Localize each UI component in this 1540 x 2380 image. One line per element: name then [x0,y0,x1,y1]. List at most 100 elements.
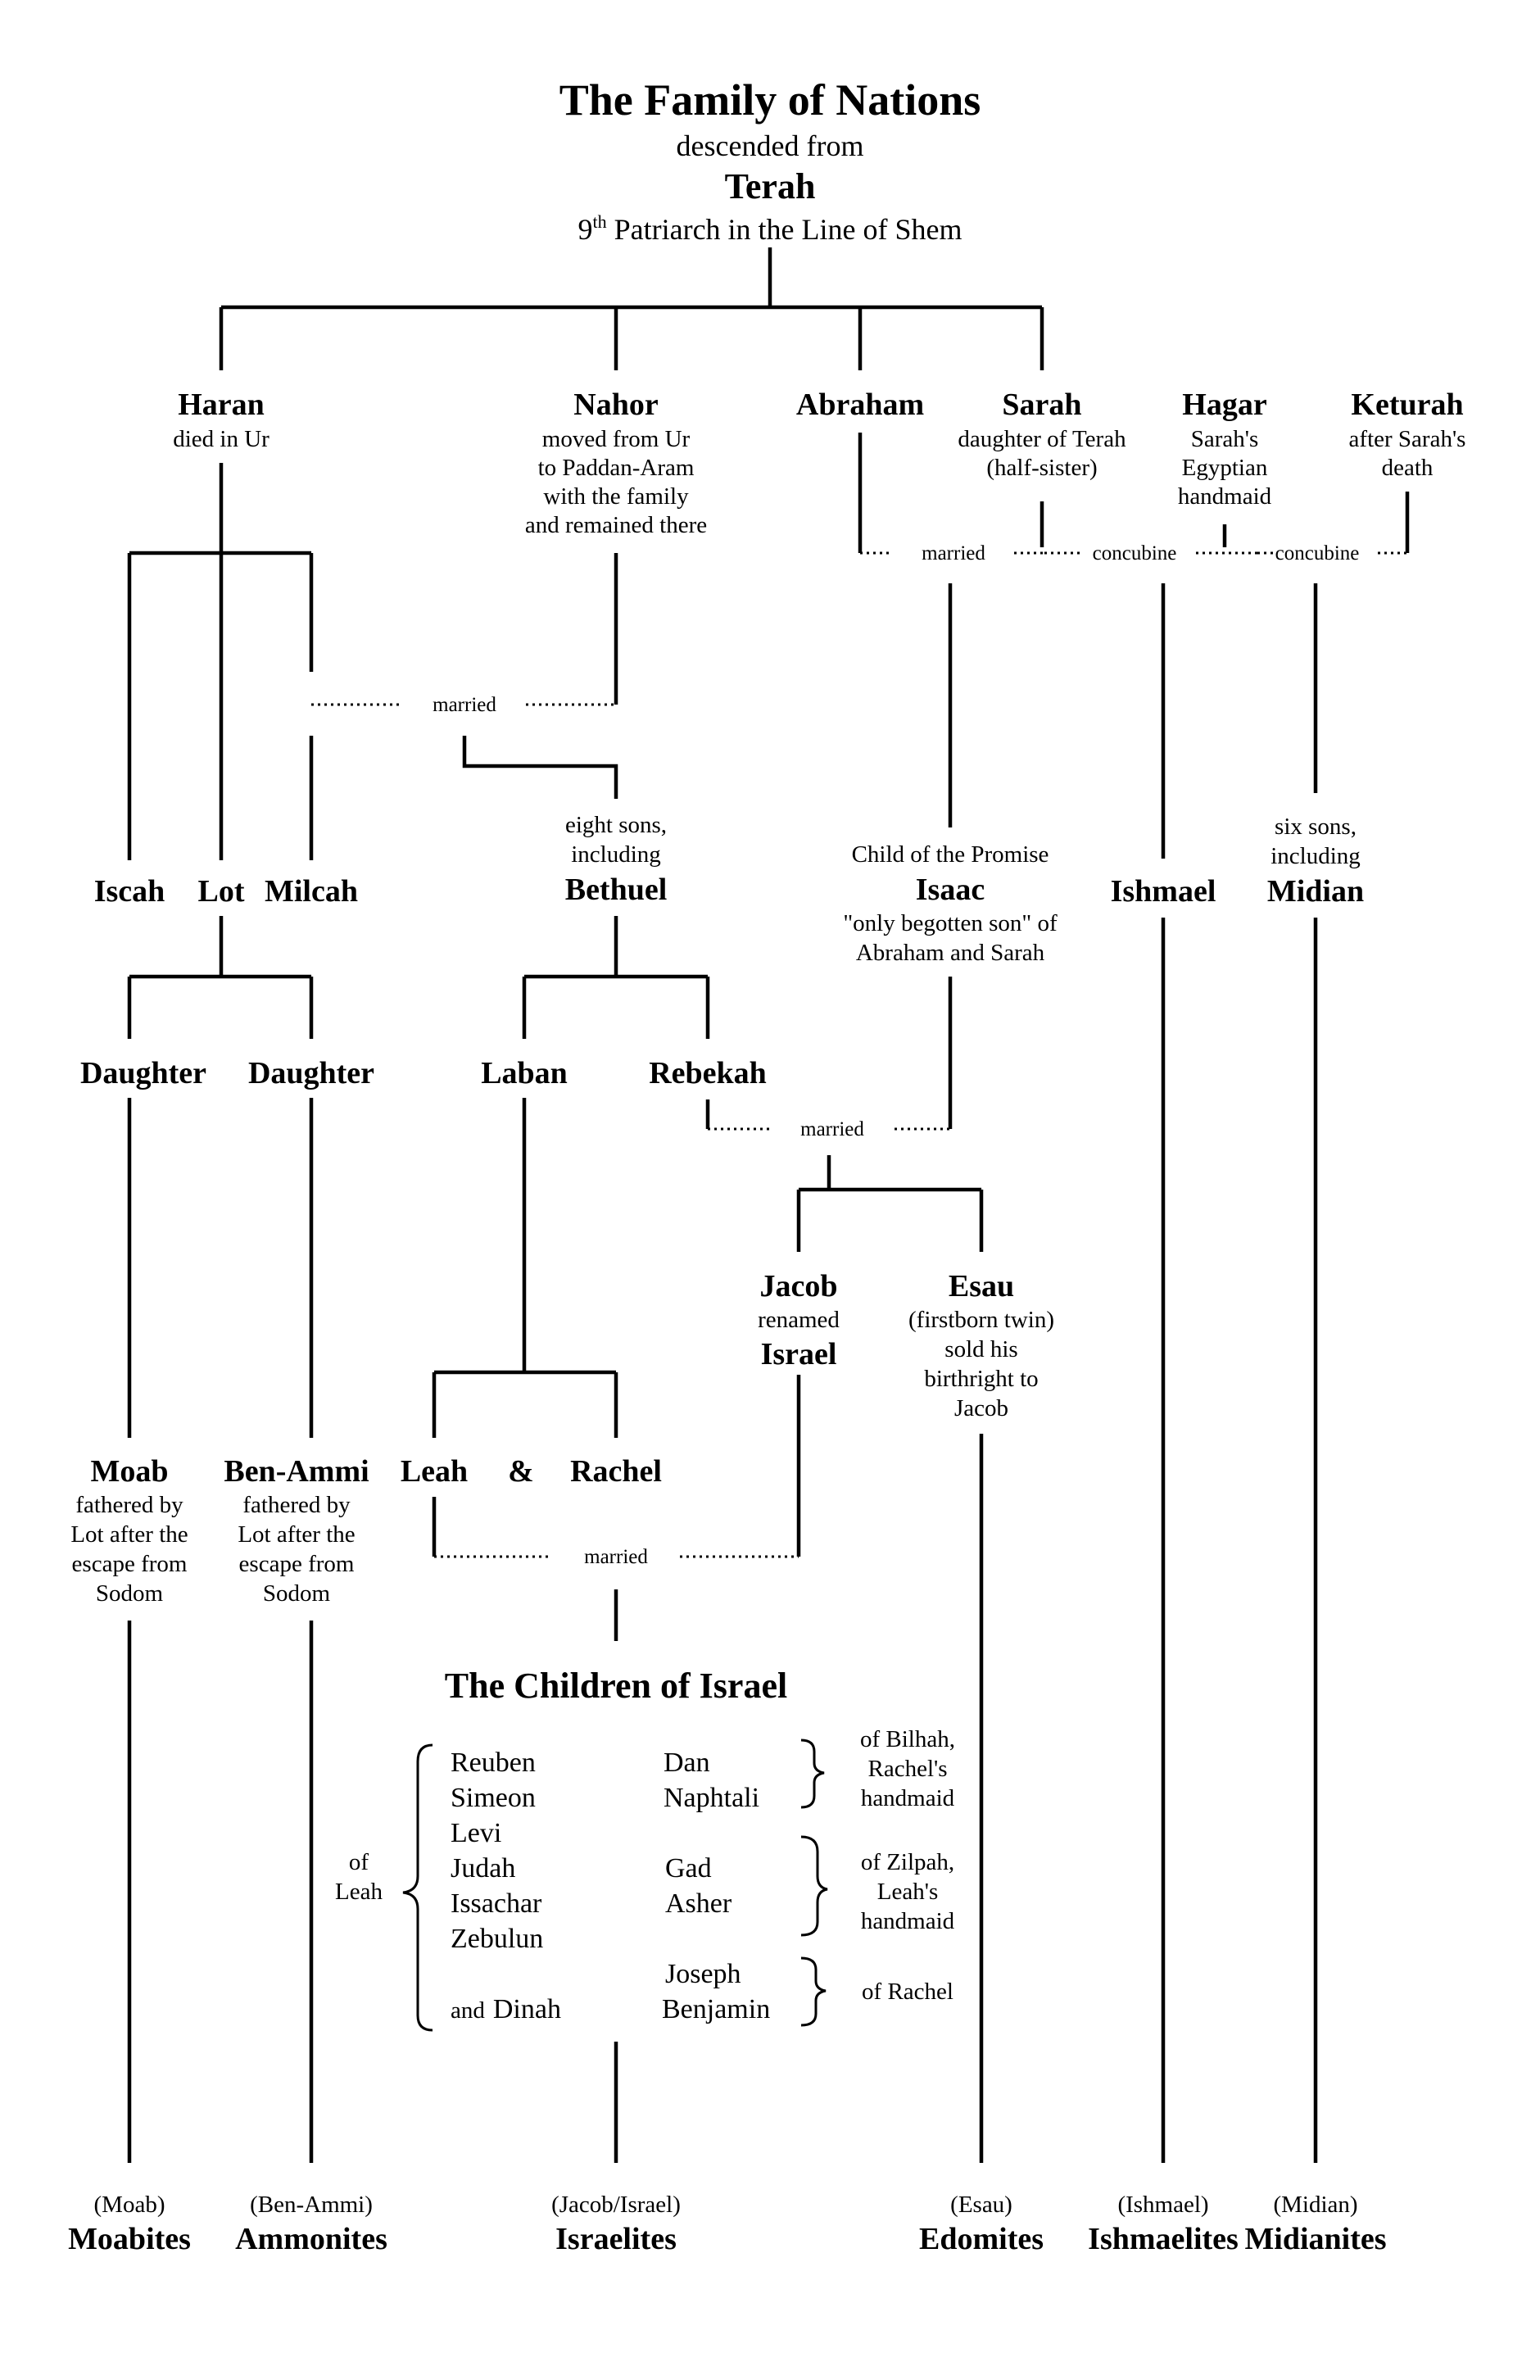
bethuel-pre-1: eight sons, [565,812,667,838]
moab-desc-4: Sodom [96,1580,164,1607]
label-married-abraham-sarah: married [922,542,985,564]
nahor-desc-4: and remained there [525,512,707,538]
zilpah-label-1: of Zilpah, [861,1849,954,1875]
line-lot-daughters [127,916,314,1039]
nation-moabites: Moabites [68,2222,191,2256]
node-hagar: Hagar [1182,388,1267,422]
keturah-desc-1: after Sarah's [1349,426,1466,452]
esau-desc-4: Jacob [954,1395,1008,1421]
son-judah: Judah [451,1853,515,1884]
son-joseph: Joseph [665,1959,741,1989]
nation-midianites: Midianites [1244,2222,1386,2256]
moab-desc-1: fathered by [75,1492,183,1518]
moab-desc-2: Lot after the [70,1521,188,1548]
rachel-label: of Rachel [862,1979,953,2005]
leah-brace [402,1743,433,2032]
dotted-lines [311,551,1407,1558]
node-rebekah: Rebekah [649,1056,767,1090]
isaac-pre: Child of the Promise [852,841,1049,868]
generation-4: Jacob renamed Israel Esau (firstborn twi… [758,1269,1054,1421]
nation-source-moab: (Moab) [94,2192,165,2218]
label-married-milcah-nahor: married [433,694,496,716]
son-reuben: Reuben [451,1748,536,1778]
node-lot: Lot [198,874,245,909]
generation-5: Moab fathered by Lot after the escape fr… [70,1454,662,1607]
label-married-jacob-wives: married [584,1546,648,1568]
nation-source-midian: (Midian) [1273,2192,1357,2218]
moab-desc-3: escape from [72,1551,188,1577]
node-milcah: Milcah [265,874,358,909]
zilpah-label-3: handmaid [861,1908,955,1934]
israel-heading: The Children of Israel [445,1666,787,1706]
node-isaac: Isaac [916,873,985,907]
node-leah: Leah [401,1454,468,1489]
midian-pre-1: six sons, [1275,814,1357,840]
header: The Family of Nations descended from Ter… [559,75,981,246]
nation-source-ben-ammi: (Ben-Ammi) [250,2192,373,2218]
rachel-brace [800,1956,827,2027]
bilhah-label-2: Rachel's [867,1756,947,1782]
son-gad: Gad [665,1853,712,1884]
node-haran: Haran [178,388,265,422]
descended-from-text: descended from [677,129,864,162]
root-terah: Terah [725,166,816,206]
node-daughter-2: Daughter [248,1056,374,1090]
isaac-desc-1: "only begotten son" of [843,910,1058,936]
son-issachar: Issachar [451,1888,542,1919]
zilpah-brace [800,1835,828,1937]
esau-desc-1: (firstborn twin) [908,1307,1054,1333]
line-bethuel-children [522,916,710,1039]
label-married-isaac-rebekah: married [800,1118,864,1140]
midian-pre-2: including [1270,843,1361,869]
node-iscah: Iscah [94,874,165,909]
bilhah-label-1: of Bilhah, [860,1726,955,1752]
keturah-desc-2: death [1382,455,1434,481]
sarah-desc-2: (half-sister) [986,455,1097,481]
node-abraham: Abraham [796,388,924,422]
zilpah-label-2: Leah's [877,1879,938,1905]
benammi-desc-4: Sodom [263,1580,331,1607]
generation-2: Iscah Lot Milcah eight sons, including B… [94,812,1364,966]
ampersand: & [508,1454,534,1489]
node-laban: Laban [481,1056,568,1090]
son-naphtali: Naphtali [664,1783,759,1813]
haran-desc: died in Ur [173,426,270,452]
generation-1: Haran died in Ur Nahor moved from Ur to … [173,388,1465,538]
jacob-renamed: renamed [758,1307,840,1333]
of-leah-2: Leah [335,1879,383,1905]
nahor-desc-2: to Paddan-Aram [538,455,695,481]
node-rachel: Rachel [570,1454,662,1489]
bilhah-label-3: handmaid [861,1785,955,1811]
son-dan: Dan [664,1748,710,1778]
node-nahor: Nahor [573,388,659,422]
label-concubine-hagar: concubine [1093,542,1177,564]
node-ishmael: Ishmael [1111,874,1216,909]
children-of-israel: The Children of Israel of Leah Reuben Si… [335,1666,955,2032]
node-jacob: Jacob [760,1269,838,1303]
nahor-desc-3: with the family [543,483,689,510]
line-laban-daughters [432,1098,618,1438]
node-daughter-1: Daughter [80,1056,206,1090]
diagram-title: The Family of Nations [559,75,981,125]
benammi-desc-3: escape from [239,1551,355,1577]
node-bethuel: Bethuel [565,873,668,907]
nation-source-jacob: (Jacob/Israel) [551,2192,681,2218]
node-esau: Esau [949,1269,1014,1303]
bethuel-pre-2: including [571,841,661,868]
node-sarah: Sarah [1002,388,1081,422]
nahor-desc-1: moved from Ur [542,426,691,452]
benammi-desc-2: Lot after the [238,1521,355,1548]
nations: (Moab) Moabites (Ben-Ammi) Ammonites (Ja… [68,2192,1387,2256]
node-israel: Israel [761,1337,837,1371]
hagar-desc-1: Sarah's [1191,426,1259,452]
son-simeon: Simeon [451,1783,536,1813]
nation-source-ishmael: (Ishmael) [1117,2192,1208,2218]
line-jacob-esau [796,1155,984,1252]
of-leah-1: of [349,1849,369,1875]
node-ben-ammi: Ben-Ammi [224,1454,369,1489]
nation-ishmaelites: Ishmaelites [1088,2222,1239,2256]
hagar-desc-3: handmaid [1178,483,1272,510]
